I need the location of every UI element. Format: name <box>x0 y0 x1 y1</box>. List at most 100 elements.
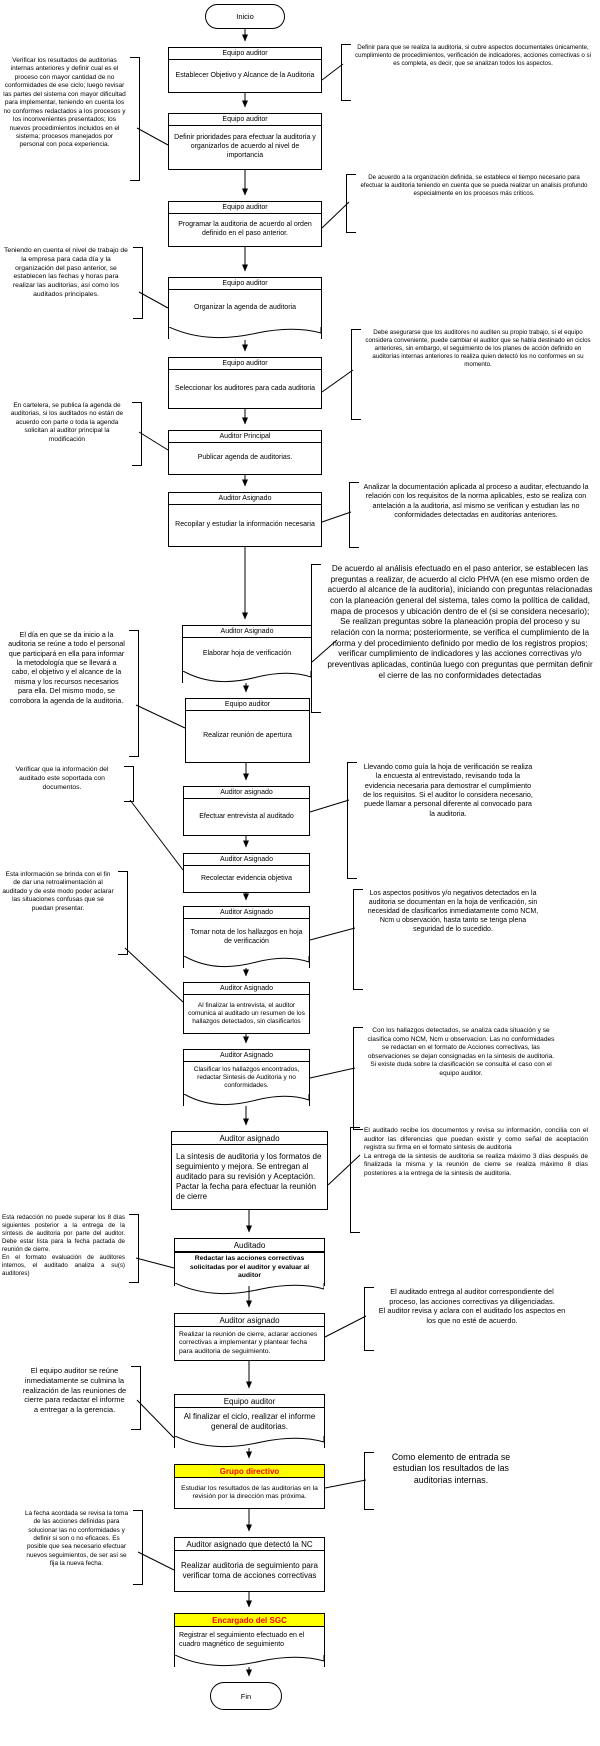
step-role: Encargado del SGC <box>175 1614 324 1628</box>
step-text: Recolectar evidencia objetiva <box>200 874 293 882</box>
step-role: Auditado <box>175 1239 324 1254</box>
annotation-fechas-horas: Teniendo en cuenta el nivel de trabajo d… <box>3 247 143 319</box>
step-role: Equipo auditor <box>169 358 321 371</box>
step-role: Auditor Asignado <box>184 983 309 996</box>
flow-step-comunicar-resumen: Auditor Asignado Al finalizar la entrevi… <box>183 982 310 1034</box>
step-text: La síntesis de auditoria y los formatos … <box>176 1152 322 1202</box>
flow-step-entrevista-auditado: Auditor asignado Efectuar entrevista al … <box>183 786 310 836</box>
annotation-bracket <box>364 1452 374 1510</box>
document-wave <box>175 1436 324 1448</box>
flow-step-grupo-directivo: Grupo directivo Estudiar los resultados … <box>174 1464 325 1509</box>
annotation-guia-hoja-verificacion: Llevando como guía la hoja de verificaci… <box>347 762 535 879</box>
document-wave <box>183 671 311 683</box>
annotation-bracket <box>364 1287 374 1351</box>
step-text: Establecer Objetivo y Alcance de la Audi… <box>175 71 315 79</box>
document-wave <box>175 1283 324 1295</box>
flow-step-reunion-apertura: Equipo auditor Realizar reunión de apert… <box>185 698 310 763</box>
annotation-fecha-acordada: La fecha acordada se revisa la toma de l… <box>24 1510 143 1585</box>
flow-step-elaborar-hoja: Auditor Asignado Elaborar hoja de verifi… <box>182 625 312 683</box>
annotation-bracket <box>341 44 351 101</box>
annotation-verificar-resultados: Verificar los resultados de auditorias i… <box>3 57 140 181</box>
document-wave <box>175 1655 324 1667</box>
annotation-ciclo-phva: De acuerdo al análisis efectuado en el p… <box>311 564 595 713</box>
annotation-entrega-acciones: El auditado entrega al auditor correspon… <box>364 1287 566 1351</box>
step-role: Equipo auditor <box>169 48 321 61</box>
step-text: Redactar las acciones correctivas solici… <box>189 1255 310 1280</box>
step-role: Equipo auditor <box>186 699 309 712</box>
flow-step-clasificar-hallazgos: Auditor Asignado Clasificar los hallazgo… <box>183 1049 310 1106</box>
step-role: Equipo auditor <box>169 114 321 127</box>
annotation-equipo-reune: El equipo auditor se reúne inmediatament… <box>22 1366 141 1430</box>
flow-step-recolectar-evidencia: Auditor Asignado Recolectar evidencia ob… <box>183 853 310 893</box>
annotation-bracket <box>133 247 143 319</box>
annotation-cartelera: En cartelera, se publica la agenda de au… <box>6 402 142 466</box>
annotation-definir-alcance: Definir para que se realiza la auditoria… <box>341 44 591 101</box>
step-role: Auditor asignado <box>184 787 309 800</box>
step-role: Equipo auditor <box>169 278 321 291</box>
flow-step-auditoria-seguimiento: Auditor asignado que detectó la NC Reali… <box>174 1537 325 1592</box>
annotation-redaccion-plazo: Esta redacción no puede superar los 8 dí… <box>2 1214 139 1283</box>
step-role: Auditor Asignado <box>184 907 309 920</box>
annotation-bracket <box>353 889 363 990</box>
annotation-bracket <box>347 762 357 879</box>
annotation-elemento-entrada: Como elemento de entrada se estudian los… <box>364 1452 524 1510</box>
step-role: Auditor Principal <box>169 431 321 444</box>
start-label: Inicio <box>236 12 254 21</box>
flow-step-programar-auditoria: Equipo auditor Programar la auditoria de… <box>168 201 322 247</box>
annotation-bracket <box>132 402 142 466</box>
annotation-bracket <box>118 871 128 955</box>
flow-step-establecer-objetivo: Equipo auditor Establecer Objetivo y Alc… <box>168 47 322 93</box>
annotation-bracket <box>133 1510 143 1585</box>
flow-step-sintesis-auditoria: Auditor asignado La síntesis de auditori… <box>171 1131 328 1210</box>
flow-step-recopilar-informacion: Auditor Asignado Recopilar y estudiar la… <box>168 492 322 547</box>
annotation-inicio-auditoria: El día en que se da inicio a la auditori… <box>8 630 139 757</box>
flow-step-seleccionar-auditores: Equipo auditor Seleccionar los auditores… <box>168 357 322 409</box>
annotation-no-auditar-propio-trabajo: Debe asegurarse que los auditores no aud… <box>351 329 591 420</box>
step-text: Realizar auditoria de seguimiento para v… <box>181 1561 318 1581</box>
annotation-bracket <box>130 57 140 181</box>
annotation-soporte-documentos: Verificar que la información del auditad… <box>4 766 134 802</box>
end-terminator: Fin <box>210 1682 282 1710</box>
step-text: Elaborar hoja de verificación <box>202 650 292 658</box>
document-wave <box>184 956 309 968</box>
step-text: Tomar nota de los hallazgos en hoja de v… <box>190 928 303 945</box>
step-role: Equipo auditor <box>169 202 321 215</box>
step-text: Realizar reunión de apertura <box>203 732 292 740</box>
flow-step-publicar-agenda: Auditor Principal Publicar agenda de aud… <box>168 430 322 475</box>
flow-step-definir-prioridades: Equipo auditor Definir prioridades para … <box>168 113 322 170</box>
step-text: Efectuar entrevista al auditado <box>199 812 294 820</box>
step-role: Auditor Asignado <box>184 854 309 867</box>
step-role: Auditor Asignado <box>183 626 311 639</box>
step-role: Auditor asignado <box>175 1314 324 1328</box>
annotation-bracket <box>129 1214 139 1283</box>
start-terminator: Inicio <box>205 4 285 29</box>
step-text: Al finalizar la entrevista, el auditor c… <box>188 1001 305 1026</box>
annotation-bracket <box>351 329 361 420</box>
annotation-bracket <box>311 564 321 713</box>
annotation-bracket <box>350 1127 360 1233</box>
annotation-bracket <box>353 1027 363 1130</box>
flow-step-redactar-acciones: Auditado Redactar las acciones correctiv… <box>174 1238 325 1286</box>
flow-step-tomar-nota-hallazgos: Auditor Asignado Tomar nota de los halla… <box>183 906 310 968</box>
annotation-analizar-documentacion: Analizar la documentación aplicada al pr… <box>349 482 589 548</box>
step-text: Clasificar los hallazgos encontrados, re… <box>193 1065 300 1090</box>
document-wave <box>169 327 321 339</box>
step-role: Grupo directivo <box>175 1465 324 1479</box>
annotation-tiempo-necesario: De acuerdo a la organización definida, s… <box>346 174 588 233</box>
step-role: Auditor asignado <box>172 1132 327 1146</box>
step-text: Recopilar y estudiar la información nece… <box>175 521 315 529</box>
step-role: Auditor Asignado <box>184 1050 309 1063</box>
annotation-bracket <box>349 482 359 548</box>
step-role: Equipo auditor <box>175 1395 324 1409</box>
step-text: Registrar el seguimiento efectuado en el… <box>179 1632 305 1649</box>
annotation-aspectos-positivos-negativos: Los aspectos positivos y/o negativos det… <box>353 889 539 990</box>
step-role: Auditor Asignado <box>169 493 321 506</box>
step-text: Programar la auditoria de acuerdo al ord… <box>178 221 312 238</box>
flow-step-reunion-cierre: Auditor asignado Realizar la reunión de … <box>174 1313 325 1361</box>
step-text: Realizar la reunión de cierre, aclarar a… <box>179 1330 318 1355</box>
step-text: Publicar agenda de auditorias. <box>197 454 293 462</box>
annotation-firma-aceptacion: El auditado recibe los documentos y revi… <box>350 1127 588 1233</box>
annotation-bracket <box>129 630 139 757</box>
flow-step-registrar-seguimiento: Encargado del SGC Registrar el seguimien… <box>174 1613 325 1667</box>
